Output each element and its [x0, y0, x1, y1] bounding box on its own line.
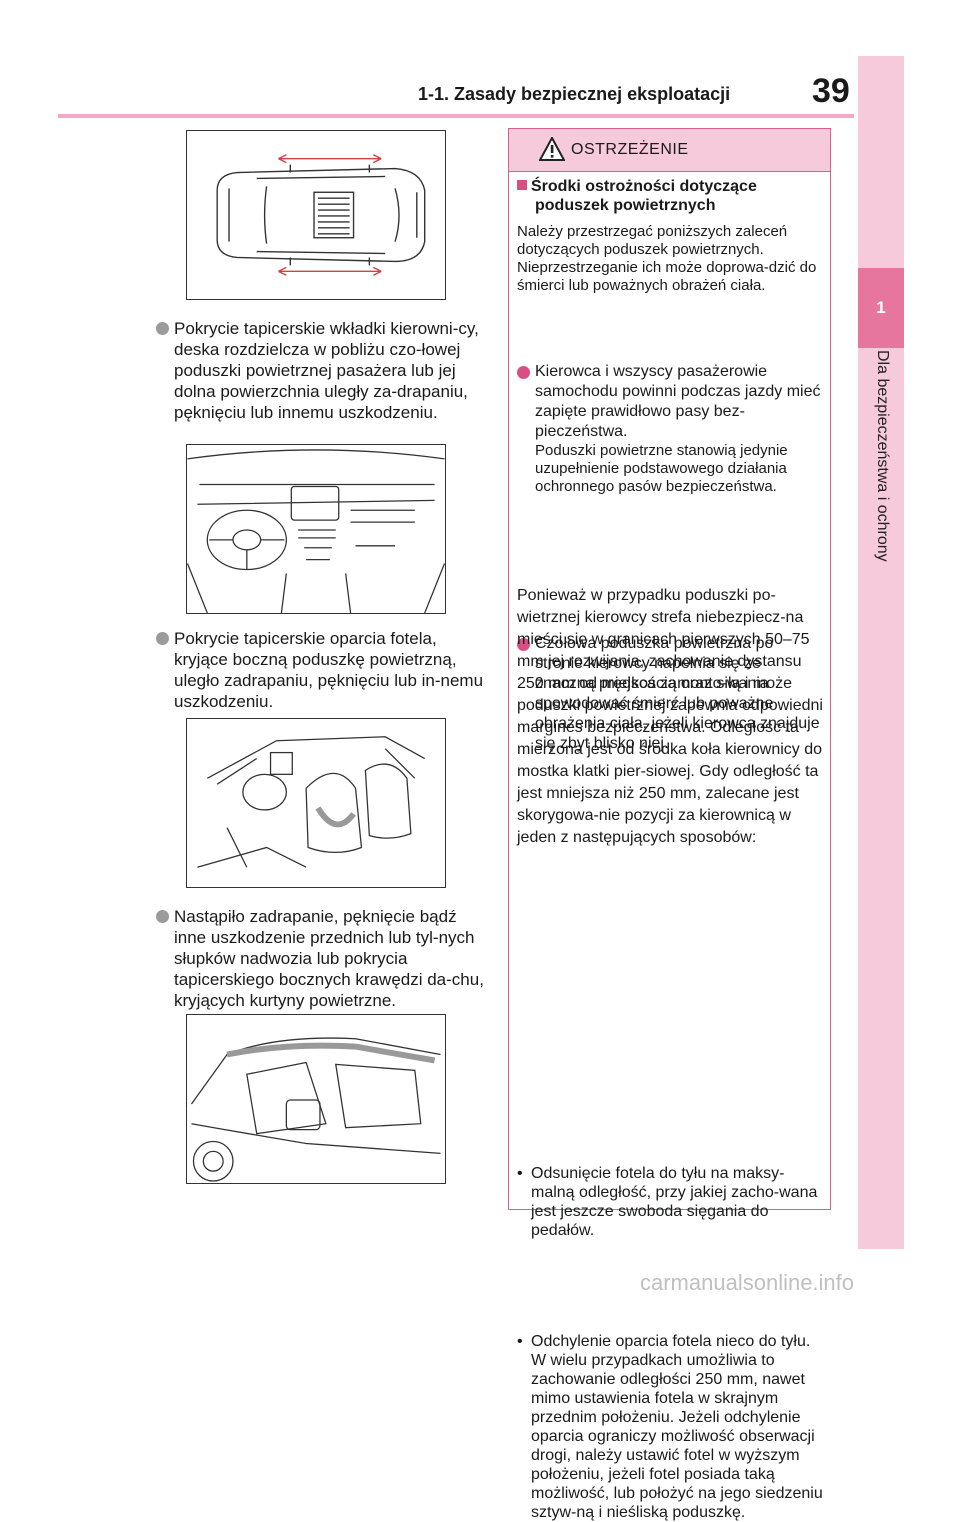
bullet-item: Pokrycie tapicerskie oparcia fotela, kry…: [156, 628, 486, 712]
bullet-dot: [517, 638, 530, 651]
warning-subheading: Środki ostrożności dotyczące poduszek po…: [517, 177, 823, 215]
bullet-dot: [517, 366, 530, 379]
figure-car-top-view: [186, 130, 446, 300]
page-header-title: 1-1. Zasady bezpiecznej eksploatacji: [418, 84, 731, 104]
warning-title: OSTRZEŻENIE: [571, 141, 689, 158]
warning-bullet: Kierowca i wszyscy pasażerowie samochodu…: [517, 362, 823, 496]
chapter-title-vertical: Dla bezpieczeństwa i ochrony: [862, 350, 900, 610]
figure-interior-seats: [186, 718, 446, 888]
bullet-dot: [156, 910, 169, 923]
warning-list-item: • Odchylenie oparcia fotela nieco do tył…: [517, 1333, 823, 1521]
bullet-item: Pokrycie tapicerskie wkładki kierowni-cy…: [156, 318, 486, 423]
watermark: carmanualsonline.info: [640, 1270, 855, 1295]
figure-curtain-airbag: [186, 1014, 446, 1184]
bullet-text: Nastąpiło zadrapanie, pęknięcie bądź inn…: [174, 907, 484, 1010]
warning-list-item: • Odsunięcie fotela do tyłu na maksy-mal…: [517, 1165, 818, 1239]
warning-box: OSTRZEŻENIE Środki ostrożności dotyczące…: [508, 128, 831, 1521]
bullet-text: Pokrycie tapicerskie wkładki kierowni-cy…: [174, 319, 479, 422]
warning-paragraph: Ponieważ w przypadku poduszki po-wietrzn…: [517, 587, 823, 846]
page-number: 39: [812, 72, 850, 110]
bullet-text: Pokrycie tapicerskie oparcia fotela, kry…: [174, 629, 484, 711]
warning-bullet: Czołowa poduszka powietrzna po stronie k…: [517, 634, 823, 754]
chapter-title-text: Dla bezpieczeństwa i ochrony: [874, 350, 891, 562]
warning-intro: Należy przestrzegać poniższych zaleceń d…: [517, 223, 817, 294]
bullet-dot: [156, 632, 169, 645]
header-divider: [58, 114, 854, 118]
chapter-number-tab[interactable]: 1: [858, 268, 904, 348]
bullet-item: Nastąpiło zadrapanie, pęknięcie bądź inn…: [156, 906, 486, 1011]
warning-triangle-icon: [539, 137, 565, 161]
chapter-side-tab: [858, 56, 904, 1249]
bullet-dot: [156, 322, 169, 335]
warning-header: OSTRZEŻENIE: [509, 129, 830, 172]
figure-dashboard: [186, 444, 446, 614]
square-bullet-icon: [517, 180, 527, 190]
